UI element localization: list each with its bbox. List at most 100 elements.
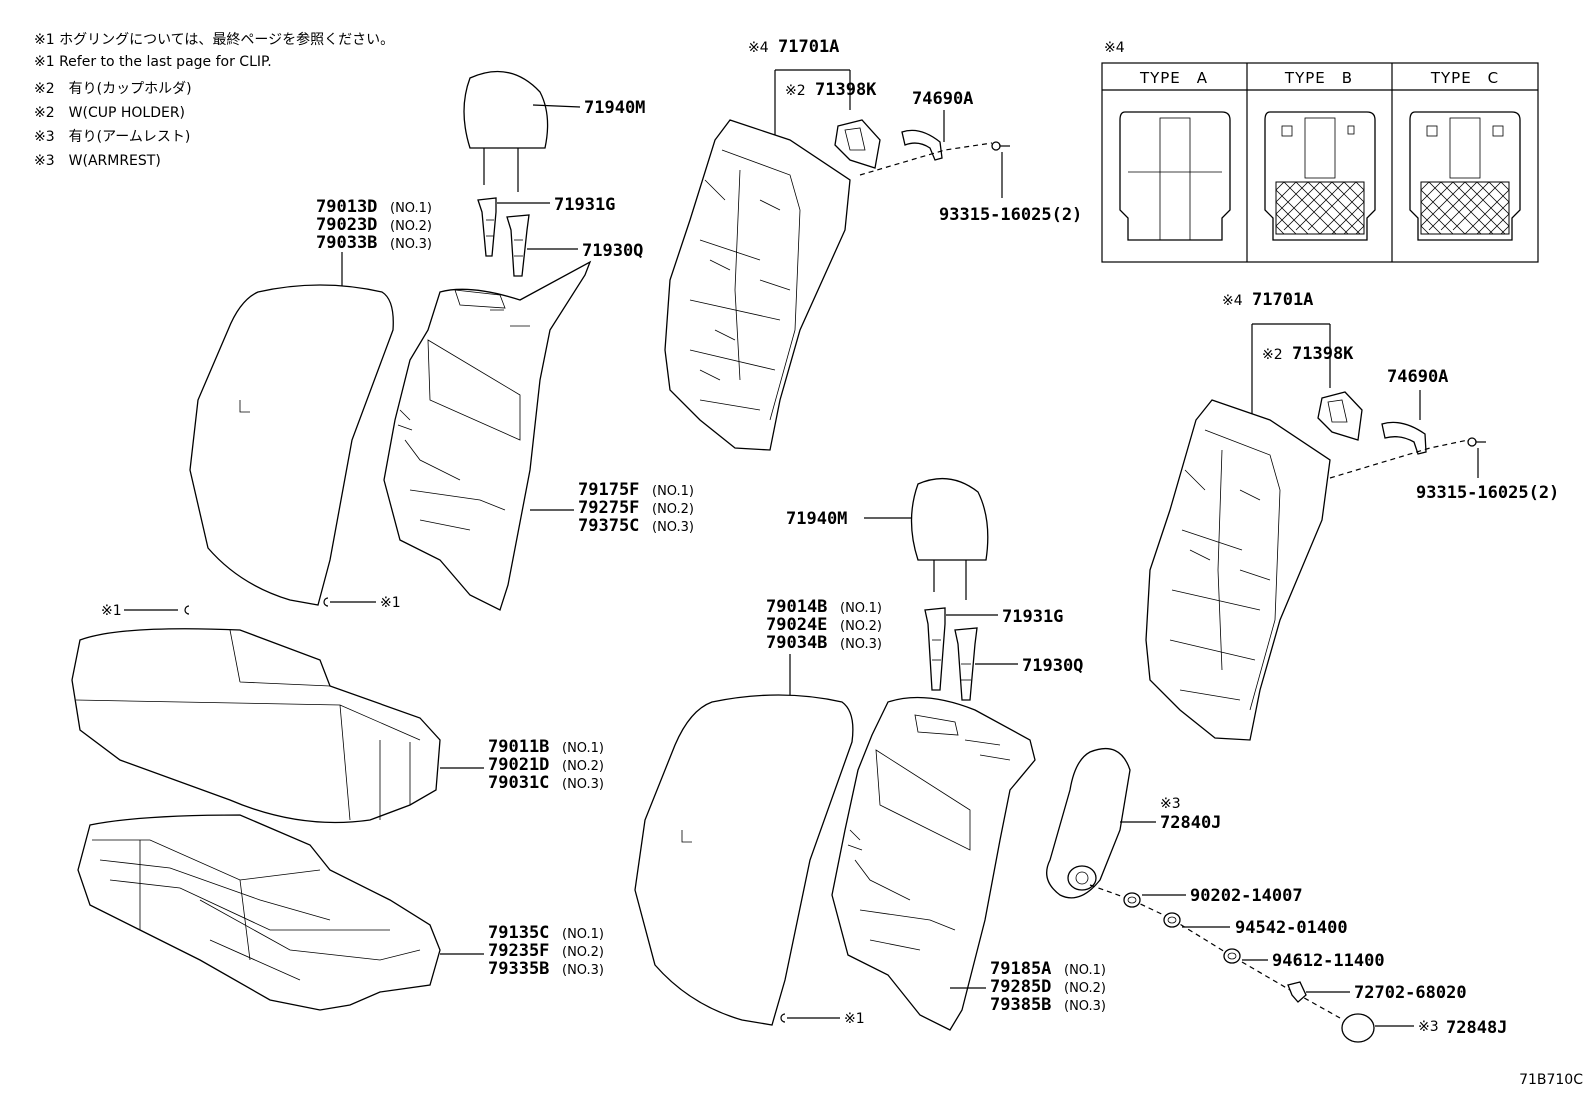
label-79024e: 79024E — [766, 615, 827, 635]
label-79014b: 79014B — [766, 597, 827, 617]
label-93315-upper: 93315-16025(2) — [939, 205, 1082, 225]
left-seatback-pad — [383, 260, 592, 611]
label-79011b: 79011B — [488, 737, 549, 757]
label-71940m-left: 71940M — [584, 98, 645, 118]
armrest-washer-2 — [1163, 912, 1181, 928]
label-79175f: 79175F — [578, 480, 639, 500]
label-79034b-no: (NO.3) — [840, 637, 882, 652]
label-79275f-no: (NO.2) — [652, 502, 694, 517]
center-headrest — [910, 478, 989, 600]
label-79185a-no: (NO.1) — [1064, 963, 1106, 978]
armrest — [1046, 747, 1131, 899]
right-cupholder — [1317, 391, 1363, 441]
mark-2-upper: ※2 — [785, 83, 806, 99]
armrest-washer-3 — [1223, 948, 1241, 964]
label-79021d-no: (NO.2) — [562, 759, 604, 774]
clip-label-a: ※1 — [101, 603, 122, 619]
label-79175f-no: (NO.1) — [652, 484, 694, 499]
label-79235f: 79235F — [488, 941, 549, 961]
label-72702: 72702-68020 — [1354, 983, 1467, 1003]
label-79023d: 79023D — [316, 215, 377, 235]
label-79033b-no: (NO.3) — [390, 237, 432, 252]
label-71930q-center: 71930Q — [1022, 656, 1083, 676]
label-79385b: 79385B — [990, 995, 1051, 1015]
left-seatback-cover — [189, 284, 394, 606]
label-79013d-no: (NO.1) — [390, 201, 432, 216]
seat-cushion-cover — [71, 628, 441, 824]
seat-cushion-pad — [77, 814, 441, 1011]
label-79335b-no: (NO.3) — [562, 963, 604, 978]
label-93315-right: 93315-16025(2) — [1416, 483, 1559, 503]
type-b-header: TYPE B — [1284, 69, 1353, 87]
label-79023d-no: (NO.2) — [390, 219, 432, 234]
label-72848j: 72848J — [1446, 1018, 1507, 1038]
label-71398k-right: 71398K — [1292, 344, 1354, 364]
note-cupholder-en: ※2 W(CUP HOLDER) — [34, 105, 185, 121]
right-bolt — [1467, 437, 1486, 447]
label-71701a-right: 71701A — [1252, 290, 1313, 310]
label-71940m-center: 71940M — [786, 509, 847, 529]
type-a-seatback-illustration — [1119, 111, 1231, 241]
label-71931g-left: 71931G — [554, 195, 615, 215]
label-74690a-right: 74690A — [1387, 367, 1448, 387]
notes-block: ※1 ホグリングについては、最終ページを参照ください。 ※1 Refer to … — [34, 31, 394, 169]
label-71931g-center: 71931G — [1002, 607, 1063, 627]
note-clip-jp: ※1 ホグリングについては、最終ページを参照ください。 — [34, 31, 394, 48]
label-71930q-left: 71930Q — [582, 241, 643, 261]
upper-seatback-frame — [664, 119, 851, 451]
label-79014b-no: (NO.1) — [840, 601, 882, 616]
type-c-seatback-illustration — [1409, 111, 1521, 241]
upper-handle — [901, 129, 943, 161]
mark-3-armrest: ※3 — [1160, 796, 1181, 812]
left-headrest — [463, 70, 549, 192]
label-79033b: 79033B — [316, 233, 377, 253]
label-90202: 90202-14007 — [1190, 886, 1303, 906]
label-79285d: 79285D — [990, 977, 1051, 997]
center-seatback-pad — [831, 696, 1036, 1031]
label-79375c: 79375C — [578, 516, 639, 536]
note-armrest-jp: ※3 有り(アームレスト) — [34, 129, 190, 145]
label-71398k-upper: 71398K — [815, 80, 877, 100]
label-79385b-no: (NO.3) — [1064, 999, 1106, 1014]
label-79335b: 79335B — [488, 959, 549, 979]
label-79024e-no: (NO.2) — [840, 619, 882, 634]
clip-indicator-center: ※1 — [780, 1011, 865, 1027]
label-79185a: 79185A — [990, 959, 1051, 979]
label-79021d: 79021D — [488, 755, 549, 775]
type-table-caption: ※4 — [1104, 40, 1125, 56]
label-79375c-no: (NO.3) — [652, 520, 694, 535]
label-72840j: 72840J — [1160, 813, 1221, 833]
upper-bolt — [991, 141, 1010, 151]
clip-label-b: ※1 — [380, 595, 401, 611]
right-handle — [1381, 421, 1427, 455]
type-table: ※4 TYPE A TYPE B TYPE C — [1101, 40, 1539, 263]
label-79013d: 79013D — [316, 197, 377, 217]
mark-3-cap: ※3 — [1418, 1019, 1439, 1035]
label-79275f: 79275F — [578, 498, 639, 518]
label-79135c-no: (NO.1) — [562, 927, 604, 942]
armrest-washer-1 — [1123, 892, 1141, 908]
mark-2-right: ※2 — [1262, 347, 1283, 363]
right-seatback-frame — [1145, 399, 1331, 741]
label-74690a-upper: 74690A — [912, 89, 973, 109]
label-79011b-no: (NO.1) — [562, 741, 604, 756]
left-headrest-guides — [477, 197, 530, 277]
clip-label-c: ※1 — [844, 1011, 865, 1027]
label-71701a-upper: 71701A — [778, 37, 839, 57]
note-cupholder-jp: ※2 有り(カップホルダ) — [34, 81, 192, 97]
clip-indicator-left: ※1 ※1 — [101, 595, 401, 619]
diagram-id: 71B710C — [1519, 1072, 1583, 1088]
mark-4-right: ※4 — [1222, 293, 1243, 309]
label-79034b: 79034B — [766, 633, 827, 653]
note-clip-en: ※1 Refer to the last page for CLIP. — [34, 54, 272, 70]
center-headrest-guides — [924, 607, 978, 701]
type-c-header: TYPE C — [1430, 69, 1499, 87]
mark-4-upper: ※4 — [748, 40, 769, 56]
upper-cupholder — [834, 119, 881, 169]
type-b-seatback-illustration — [1264, 111, 1376, 241]
label-79031c: 79031C — [488, 773, 549, 793]
label-79135c: 79135C — [488, 923, 549, 943]
label-79235f-no: (NO.2) — [562, 945, 604, 960]
